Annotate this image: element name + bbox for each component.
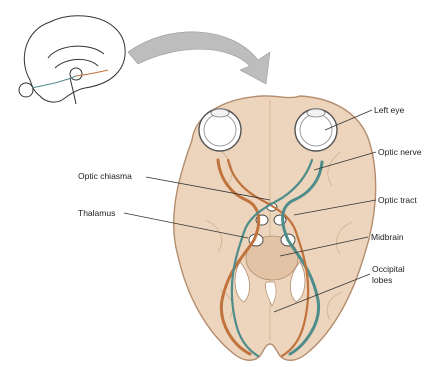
inset-eye: [19, 83, 33, 97]
inset-corpus-callosum: [48, 46, 104, 58]
right-eyeball: [295, 109, 337, 151]
label-thalamus: Thalamus: [78, 208, 115, 218]
label-optic-tract: Optic tract: [378, 195, 417, 205]
label-optic-nerve: Optic nerve: [378, 147, 421, 157]
inset-brainstem: [70, 78, 76, 104]
inset-brain-sketch: [19, 16, 125, 104]
left-lens: [211, 109, 229, 117]
inset-inner-fold: [55, 59, 98, 68]
left-eyeball: [199, 109, 241, 151]
label-left-eye: Left eye: [374, 105, 404, 115]
label-occipital-lobes-line2: lobes: [372, 275, 392, 285]
inset-optic-path: [32, 76, 76, 88]
label-midbrain: Midbrain: [371, 232, 404, 242]
inset-thalamus: [70, 68, 82, 80]
direction-arrow: [128, 32, 270, 84]
label-optic-chiasma: Optic chiasma: [78, 171, 132, 181]
label-occipital-lobes-line1: Occipital: [372, 264, 405, 274]
inset-brain-outline: [24, 16, 125, 102]
right-lens: [307, 109, 325, 117]
